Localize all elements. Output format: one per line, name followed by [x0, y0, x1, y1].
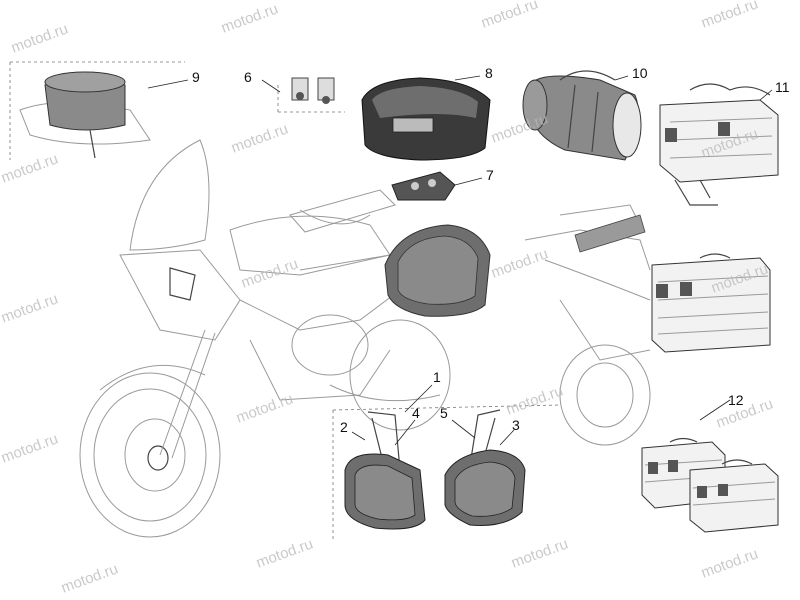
side-case-kit-drawing: [332, 404, 561, 540]
aluminium-top-box-drawing: [659, 83, 779, 206]
callout-10: 10: [632, 65, 648, 81]
callout-8: 8: [485, 65, 493, 81]
callout-12: 12: [728, 392, 744, 408]
tank-bag-drawing: [9, 61, 185, 160]
mount-clips-drawing: [277, 77, 345, 113]
mounted-side-case: [384, 224, 491, 317]
callout-4: 4: [412, 405, 420, 421]
motorcycle-right: [524, 204, 651, 446]
callout-2: 2: [340, 419, 348, 435]
aluminium-side-cases-drawing: [641, 437, 779, 533]
callout-5: 5: [440, 405, 448, 421]
callout-3: 3: [512, 417, 520, 433]
duffel-bag-drawing: [522, 70, 642, 161]
aluminium-side-case-mounted: [651, 253, 771, 353]
callout-11: 11: [775, 79, 790, 95]
callout-9: 9: [192, 69, 200, 85]
callout-1: 1: [433, 369, 441, 385]
top-case-plate-drawing: [391, 171, 456, 201]
callout-6: 6: [244, 69, 252, 85]
top-case-drawing: [361, 77, 491, 161]
callout-7: 7: [486, 167, 494, 183]
leader-lines: [147, 75, 773, 446]
